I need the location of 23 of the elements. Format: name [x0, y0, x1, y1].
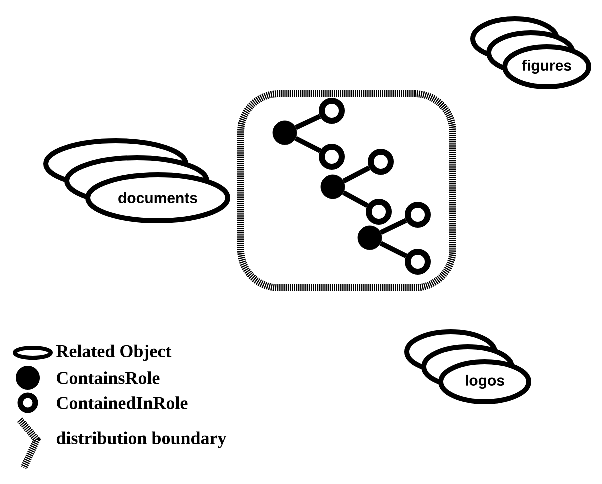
- ellipse-stack: logos: [404, 330, 532, 404]
- contained-in-role-ring: [405, 202, 431, 228]
- connector-line: [294, 136, 322, 154]
- contained-in-role-ring: [368, 149, 394, 175]
- contains-role-dot: [358, 226, 382, 250]
- connector-line: [342, 166, 371, 184]
- legend-text: ContainedInRole: [57, 396, 188, 410]
- contained-in-role-ring: [319, 144, 345, 170]
- ellipse-stack: figures: [470, 16, 592, 90]
- ellipse-stack: documents: [44, 138, 230, 224]
- contained-in-role-ring: [405, 249, 431, 275]
- contains-role-dot: [320, 174, 346, 200]
- connector-line: [342, 190, 369, 208]
- connector-line: [294, 114, 322, 130]
- node-label: figures: [522, 60, 572, 74]
- legend-text: distribution boundary: [56, 432, 227, 448]
- contained-in-role-ring: [366, 199, 392, 225]
- legend-text: Related Object: [56, 344, 172, 362]
- distribution-boundary: [238, 90, 456, 292]
- contains-role-dot: [272, 120, 298, 146]
- connector-line: [380, 241, 408, 258]
- contained-in-role-ring: [319, 98, 345, 124]
- legend-text: ContainsRole: [57, 372, 160, 384]
